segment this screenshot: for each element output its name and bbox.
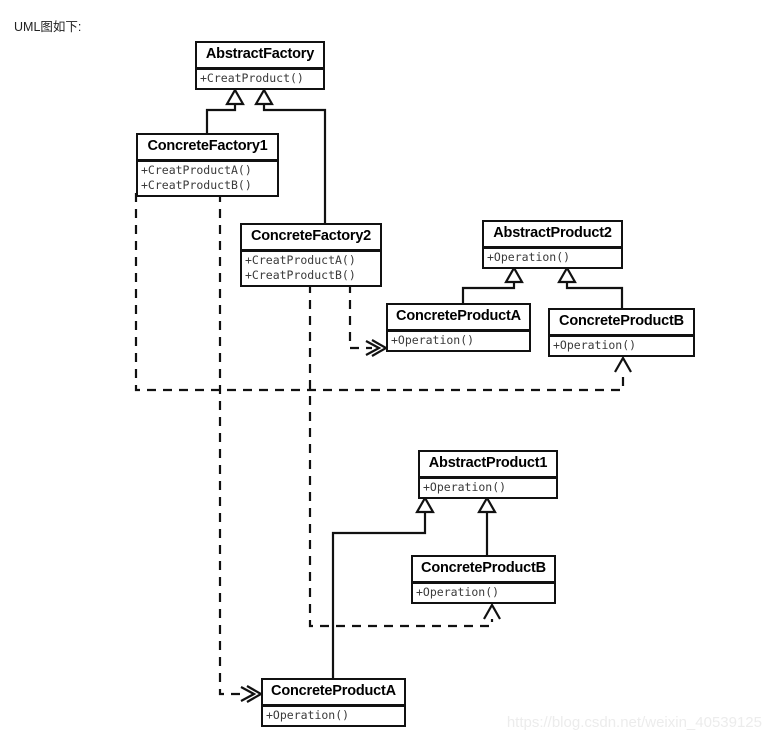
dependency-concretefactory2-concreteproductb-bottom [308, 284, 501, 628]
uml-class-abstractfactory[interactable]: AbstractFactory +CreatProduct() [195, 41, 325, 90]
class-title: ConcreteFactory2 [242, 225, 380, 251]
operation-item: +CreatProductB() [245, 267, 356, 282]
generalization-concreteproductb-abstractproduct2 [557, 265, 624, 308]
class-title: ConcreteFactory1 [138, 135, 277, 161]
class-title: ConcreteProductB [550, 310, 693, 336]
class-operations: +CreatProductA() +CreatProductB() [242, 250, 380, 285]
watermark-text: https://blog.csdn.net/weixin_40539125 [506, 714, 762, 731]
operation-item: +Operation() [553, 337, 637, 352]
operation-item: +Operation() [487, 249, 571, 264]
class-title: AbstractProduct1 [420, 452, 556, 478]
class-operations: +Operation() [550, 335, 693, 355]
class-title: ConcreteProductB [413, 557, 554, 583]
operation-item: +Operation() [416, 584, 500, 599]
operation-item: +CreatProduct() [200, 70, 304, 85]
dependency-concretefactory2-concreteproducta-top [348, 284, 389, 357]
class-title: AbstractProduct2 [484, 222, 621, 248]
generalization-concreteproducta-abstractproduct2 [461, 265, 524, 303]
uml-class-concretefactory1[interactable]: ConcreteFactory1 +CreatProductA() +Creat… [136, 133, 279, 198]
uml-class-concreteproductb-bottom[interactable]: ConcreteProductB +Operation() [411, 555, 556, 604]
operation-item: +CreatProductA() [245, 252, 356, 267]
generalization-concreteproducta-abstractproduct1 [331, 495, 435, 678]
class-operations: +Operation() [484, 247, 621, 267]
operation-item: +Operation() [423, 479, 507, 494]
class-operations: +CreatProduct() [197, 68, 323, 88]
uml-class-concretefactory2[interactable]: ConcreteFactory2 +CreatProductA() +Creat… [240, 223, 382, 288]
uml-class-abstractproduct1[interactable]: AbstractProduct1 +Operation() [418, 450, 558, 499]
class-operations: +Operation() [413, 582, 554, 602]
generalization-concretefactory1-abstractfactory [205, 87, 245, 133]
class-title: AbstractFactory [197, 43, 323, 69]
operation-item: +CreatProductA() [141, 162, 252, 177]
operation-item: +CreatProductB() [141, 177, 252, 192]
uml-class-concreteproducta-bottom[interactable]: ConcreteProductA +Operation() [261, 678, 406, 727]
class-title: ConcreteProductA [263, 680, 404, 706]
operation-item: +Operation() [391, 332, 475, 347]
page-caption: UML图如下: [14, 20, 82, 34]
class-operations: +Operation() [263, 705, 404, 725]
generalization-concreteproductb-abstractproduct1 [477, 495, 497, 555]
generalization-concretefactory2-abstractfactory [254, 87, 327, 223]
class-operations: +Operation() [420, 477, 556, 497]
class-title: ConcreteProductA [388, 305, 529, 331]
class-operations: +Operation() [388, 330, 529, 350]
dependency-concretefactory1-concreteproductb-top [134, 193, 632, 392]
uml-class-abstractproduct2[interactable]: AbstractProduct2 +Operation() [482, 220, 623, 269]
uml-class-concreteproductb-top[interactable]: ConcreteProductB +Operation() [548, 308, 695, 357]
operation-item: +Operation() [266, 707, 350, 722]
uml-class-concreteproducta-top[interactable]: ConcreteProductA +Operation() [386, 303, 531, 352]
class-operations: +CreatProductA() +CreatProductB() [138, 160, 277, 195]
